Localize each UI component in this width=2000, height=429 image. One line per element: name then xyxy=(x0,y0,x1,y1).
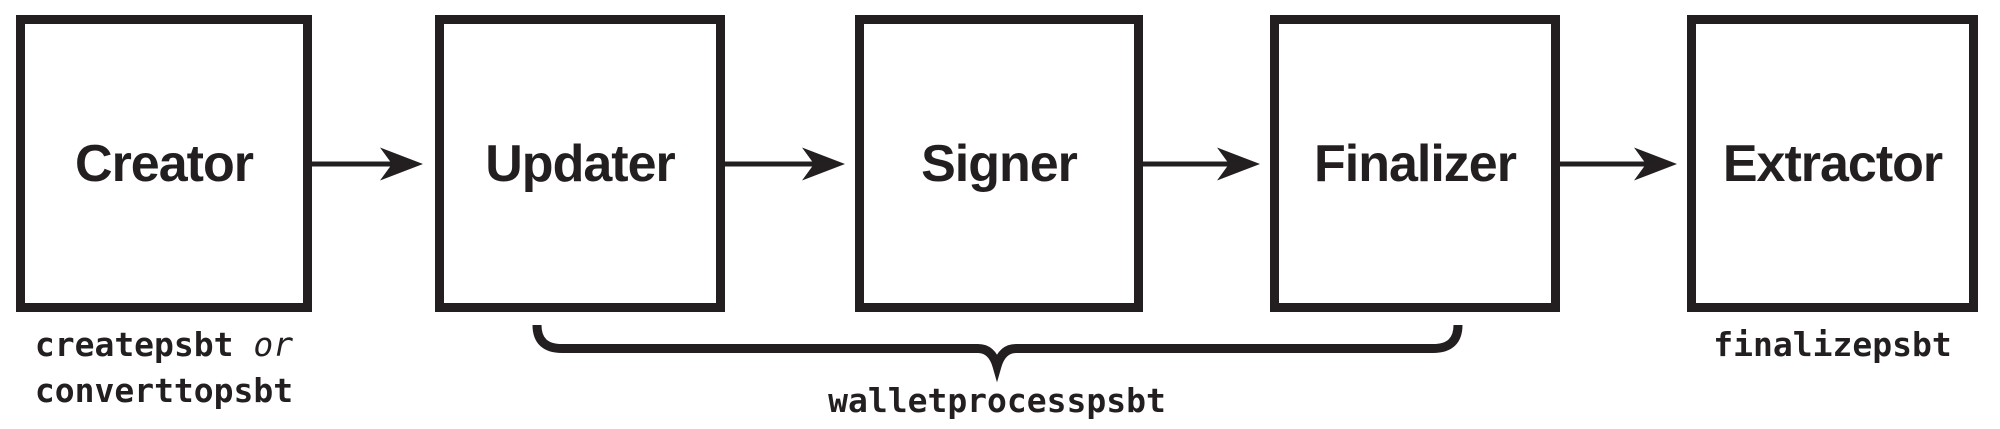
arrow-right-icon-creator-updater xyxy=(312,147,423,181)
box-signer-label: Signer xyxy=(921,134,1078,193)
arrow-right-icon-finalizer-extractor xyxy=(1560,147,1677,181)
box-extractor-label: Extractor xyxy=(1722,134,1943,193)
bottom-curly-brace-icon xyxy=(532,324,1463,383)
box-updater-label: Updater xyxy=(485,134,675,193)
box-signer: Signer xyxy=(855,15,1143,312)
box-finalizer-label: Finalizer xyxy=(1314,134,1517,193)
box-creator-label: Creator xyxy=(75,134,254,193)
creator-caption: createpsbt or converttopsbt xyxy=(16,322,312,414)
box-creator: Creator xyxy=(16,15,312,312)
box-updater: Updater xyxy=(435,15,725,312)
creator-caption-line1: createpsbt or xyxy=(16,322,312,368)
creator-caption-code1: createpsbt xyxy=(34,325,234,364)
arrow-right-icon-signer-finalizer xyxy=(1143,147,1260,181)
creator-caption-code2: converttopsbt xyxy=(34,371,294,410)
box-extractor: Extractor xyxy=(1687,15,1978,312)
arrow-right-icon-updater-signer xyxy=(725,147,845,181)
extractor-caption: finalizepsbt xyxy=(1713,325,1952,364)
creator-caption-conjunction: or xyxy=(253,325,294,364)
brace-caption: walletprocesspsbt xyxy=(828,381,1166,420)
box-finalizer: Finalizer xyxy=(1270,15,1560,312)
